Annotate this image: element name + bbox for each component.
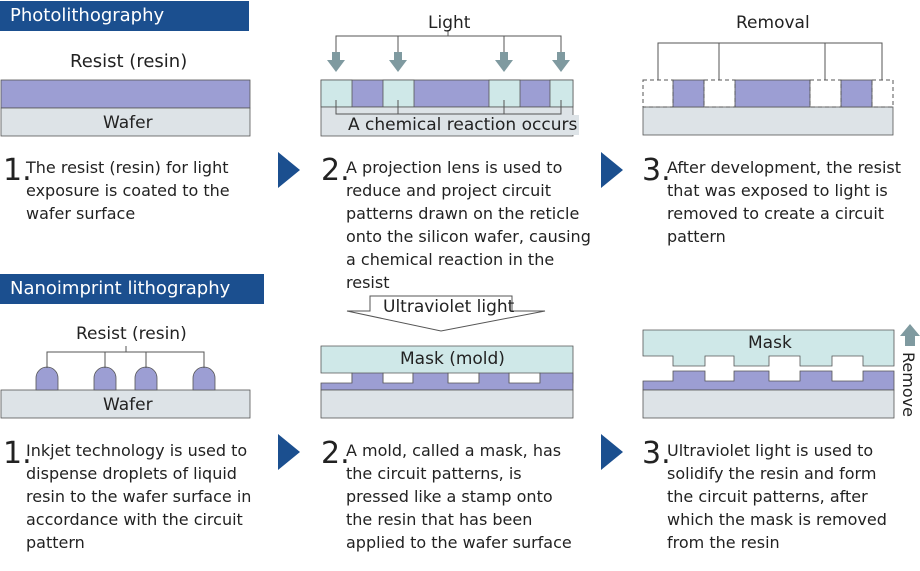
wafer-layer xyxy=(0,107,251,137)
photo-wafer-label: Wafer xyxy=(103,113,153,133)
nanoimprint-header: Nanoimprint lithography xyxy=(0,274,264,304)
photo-step1-diagram xyxy=(0,79,251,137)
reaction-bracket xyxy=(335,100,562,115)
step-number: 2. xyxy=(321,436,350,471)
remove-label: Remove xyxy=(899,352,918,417)
resin-pattern xyxy=(642,370,895,391)
resist-block xyxy=(672,79,705,108)
resist-block xyxy=(840,79,873,108)
resist-layer xyxy=(320,79,574,108)
wafer-layer xyxy=(642,389,895,419)
step-description: After development, the resist that was e… xyxy=(667,158,902,246)
resist-block xyxy=(734,79,811,108)
mask-mold-label: Mask (mold) xyxy=(400,349,505,369)
nano-resist-label: Resist (resin) xyxy=(76,324,187,344)
step-number: 3. xyxy=(642,436,671,471)
reaction-label: A chemical reaction occurs xyxy=(346,115,580,135)
resist-layer xyxy=(0,79,251,109)
photolithography-header: Photolithography xyxy=(0,1,249,31)
photo-step3-diagram xyxy=(642,42,894,136)
step-description: A mold, called a mask, has the circuit p… xyxy=(346,441,572,552)
nano-step2-diagram xyxy=(320,295,574,419)
remove-arrow-icon xyxy=(900,324,920,346)
step-description: A projection lens is used to reduce and … xyxy=(346,158,591,292)
nano-step3-diagram: Remove xyxy=(642,324,920,419)
mask-label: Mask xyxy=(748,333,792,353)
step-number: 1. xyxy=(3,436,32,471)
nano-step1-diagram xyxy=(0,346,251,419)
light-arrow-icon xyxy=(327,52,570,72)
step-description: The resist (resin) for light exposure is… xyxy=(26,158,230,223)
removal-bracket xyxy=(657,42,883,80)
light-label: Light xyxy=(428,13,471,33)
step-number: 1. xyxy=(3,153,32,188)
step-description: Inkjet technology is used to dispense dr… xyxy=(26,441,252,552)
uv-arrow xyxy=(346,295,546,332)
step-number: 2. xyxy=(321,153,350,188)
step-number: 3. xyxy=(642,153,671,188)
resin-pattern xyxy=(320,372,574,391)
photo-resist-label: Resist (resin) xyxy=(70,51,188,72)
step-arrow-icon xyxy=(278,152,623,470)
resist-bracket xyxy=(46,346,205,368)
nano-wafer-label: Wafer xyxy=(103,395,153,415)
light-bracket xyxy=(335,30,562,52)
mask-mold xyxy=(642,329,895,367)
removal-label: Removal xyxy=(736,13,810,33)
resin-droplet xyxy=(35,366,216,391)
wafer-layer xyxy=(320,389,574,419)
wafer-layer xyxy=(642,106,894,136)
wafer-layer xyxy=(0,389,251,419)
step-description: Ultraviolet light is used to solidify th… xyxy=(667,441,887,552)
uv-light-label: Ultraviolet light xyxy=(383,297,515,317)
